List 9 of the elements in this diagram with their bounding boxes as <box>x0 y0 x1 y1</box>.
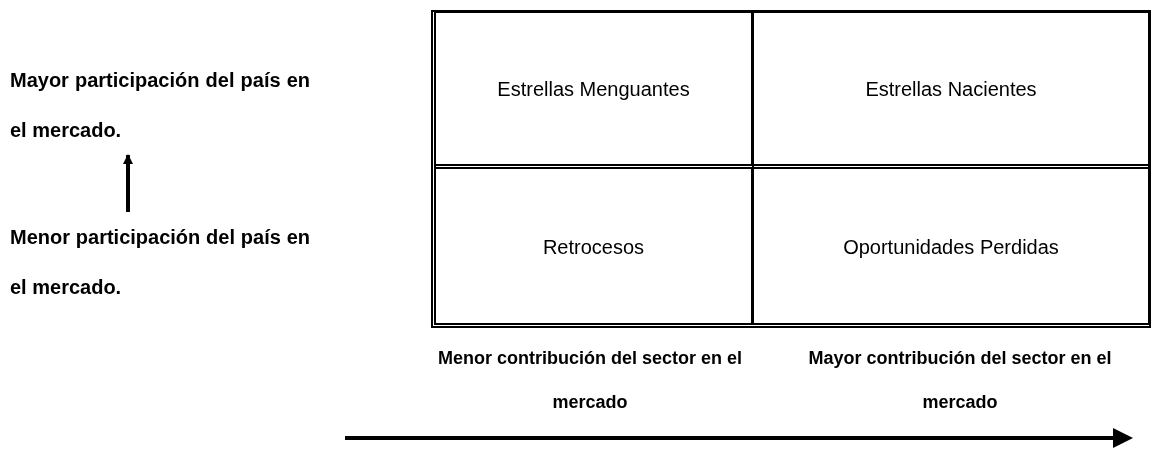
matrix-cell: Retrocesos <box>436 169 754 325</box>
axis-label: Mayor contribución del sector en el mercado <box>807 347 1113 414</box>
matrix-cell: Oportunidades Perdidas <box>754 169 1148 325</box>
matrix-cell: Estrellas Menguantes <box>436 13 754 169</box>
axis-label: Menor contribución del sector en el mercado <box>436 347 744 414</box>
arrow <box>123 154 133 212</box>
axis-label: Menor participación del país en el mercado. <box>10 212 310 312</box>
matrix-cell: Estrellas Nacientes <box>754 13 1148 169</box>
axis-label: Mayor participación del país en el mercado. <box>10 55 310 155</box>
